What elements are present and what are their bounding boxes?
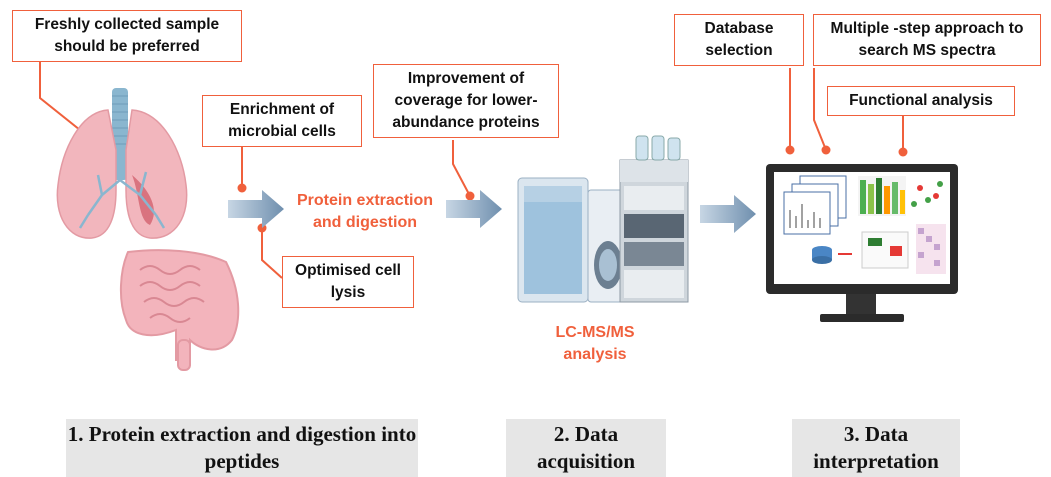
callout-enrichment: Enrichment of microbial cells xyxy=(202,95,362,147)
connector-dot xyxy=(465,191,475,201)
step-3-box: 3. Data interpretation xyxy=(792,419,960,477)
step-2-box: 2. Data acquisition xyxy=(506,419,666,477)
callout-improvement: Improvement of coverage for lower-abunda… xyxy=(373,64,559,138)
flow-arrow-2 xyxy=(446,190,502,228)
flow-arrow-3 xyxy=(700,195,756,233)
connector-lysis xyxy=(261,228,283,279)
connector-dot xyxy=(821,145,831,155)
connector-multiple-step xyxy=(813,68,827,151)
intestine-illustration xyxy=(119,249,240,371)
callout-database: Database selection xyxy=(674,14,804,66)
flow-arrow-1 xyxy=(228,190,284,228)
connector-improvement xyxy=(452,140,471,197)
callout-fresh-sample: Freshly collected sample should be prefe… xyxy=(12,10,242,62)
callout-optimised-lysis: Optimised cell lysis xyxy=(282,256,414,308)
callout-functional: Functional analysis xyxy=(827,86,1015,116)
monitor-illustration xyxy=(766,164,958,322)
callout-multiple-step: Multiple -step approach to search MS spe… xyxy=(813,14,1041,66)
lcms-instrument-illustration xyxy=(517,135,689,303)
connector-dot xyxy=(785,145,795,155)
connector-dot xyxy=(237,183,247,193)
connector-dot xyxy=(898,147,908,157)
step-1-box: 1. Protein extraction and digestion into… xyxy=(66,419,418,477)
protein-extraction-label: Protein extraction and digestion xyxy=(296,192,434,231)
lungs-illustration xyxy=(56,88,188,239)
lcms-analysis-label: LC-MS/MS analysis xyxy=(555,324,635,363)
